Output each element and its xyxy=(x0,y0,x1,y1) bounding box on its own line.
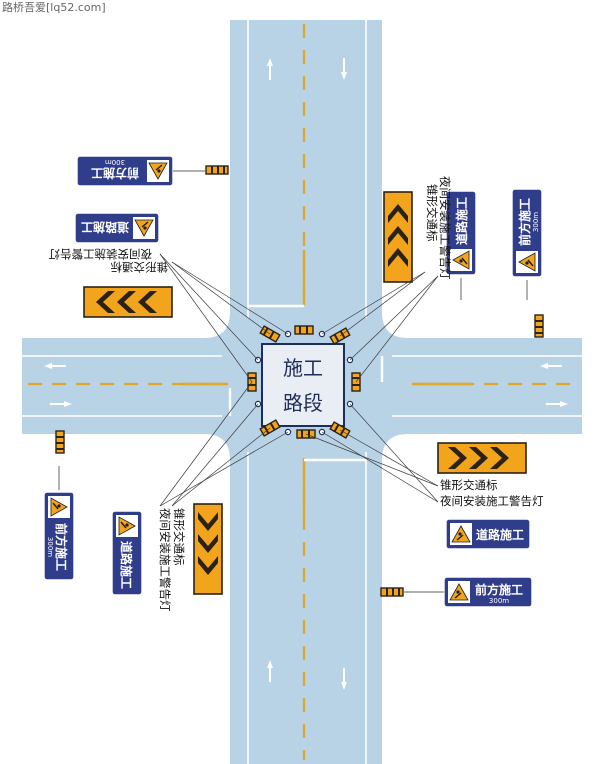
note-lower-left: 锥形交通标 夜间安装施工警告灯 xyxy=(158,508,186,612)
note-cone: 锥形交通标 xyxy=(111,260,169,274)
road-edge-lines xyxy=(22,20,582,764)
leader-lines xyxy=(159,253,439,507)
work-zone-label-2: 路段 xyxy=(283,391,323,415)
chevron-board-east xyxy=(437,442,527,474)
work-zone-label-1: 施工 xyxy=(283,356,323,380)
lane-arrows xyxy=(44,58,568,690)
center-lines xyxy=(28,24,578,760)
note-cone: 锥形交通标 xyxy=(172,508,186,566)
sign-distance: 300m xyxy=(489,597,509,605)
note-upper-left: 锥形交通标 夜间安装施工警告灯 xyxy=(48,247,168,274)
sign-road-works-upper-left: 道路施工 xyxy=(74,212,160,244)
work-zone: 施工 路段 xyxy=(261,343,345,427)
chevron-board-north xyxy=(383,191,413,283)
note-cone: 锥形交通标 xyxy=(440,478,498,492)
note-lower-right: 锥形交通标 夜间安装施工警告灯 xyxy=(440,478,544,508)
chevron-board-south xyxy=(193,503,223,595)
note-night-lamp: 夜间安装施工警告灯 xyxy=(158,508,172,612)
sign-text: 道路施工 xyxy=(119,541,134,589)
chevron-board-west xyxy=(83,286,173,318)
sign-works-ahead-upper-right: 前方施工 300m xyxy=(511,188,543,278)
sign-text: 道路施工 xyxy=(81,220,129,235)
note-cone: 锥形交通标 xyxy=(425,184,439,242)
sign-road-works-lower-right: 道路施工 xyxy=(445,518,531,550)
sign-distance: 300m xyxy=(532,212,540,232)
watermark: 路桥吾爱[lq52.com] xyxy=(2,1,106,14)
note-night-lamp: 夜间安装施工警告灯 xyxy=(438,176,452,280)
sign-text: 前方施工 xyxy=(54,523,69,571)
sign-works-ahead-lower-left: 前方施工 300m xyxy=(43,491,75,581)
sign-text: 道路施工 xyxy=(454,197,469,245)
sign-distance: 300m xyxy=(46,537,54,557)
sign-text: 前方施工 xyxy=(91,166,139,181)
sign-works-ahead-upper-left: 前方施工 300m xyxy=(76,155,174,187)
sign-works-ahead-lower-right: 前方施工 300m xyxy=(443,576,533,608)
sign-road-works-upper-right: 道路施工 xyxy=(445,190,477,276)
sign-posts xyxy=(58,170,528,593)
note-upper-right: 锥形交通标 夜间安装施工警告灯 xyxy=(425,176,452,280)
sign-text: 前方施工 xyxy=(475,582,523,597)
note-night-lamp: 夜间安装施工警告灯 xyxy=(48,247,152,261)
sign-road-works-lower-left: 道路施工 xyxy=(111,510,143,596)
sign-text: 道路施工 xyxy=(476,527,524,542)
note-night-lamp: 夜间安装施工警告灯 xyxy=(440,494,544,508)
sign-text: 前方施工 xyxy=(517,198,532,246)
sign-distance: 300m xyxy=(105,158,125,166)
roadside-barricades xyxy=(55,165,544,597)
